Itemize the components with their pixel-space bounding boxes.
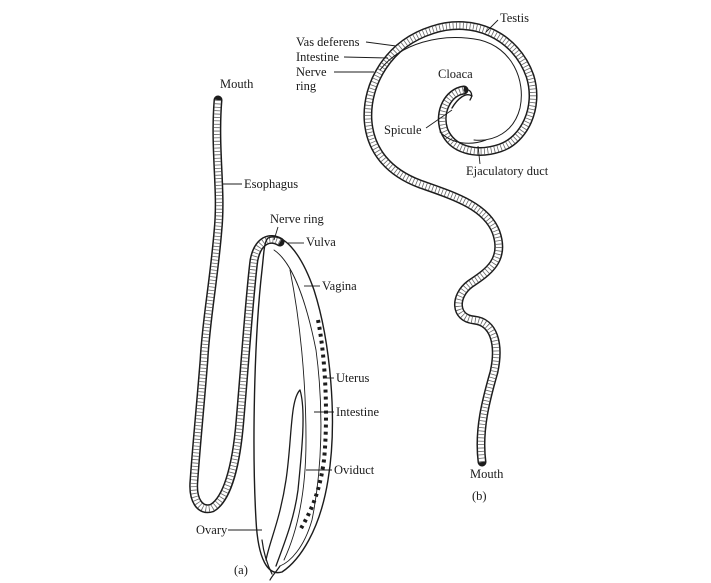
- oviduct-line: [283, 269, 307, 561]
- caption-b: (b): [472, 489, 487, 503]
- label-esophagus: Esophagus: [244, 177, 298, 191]
- male-body-inner: [364, 22, 537, 463]
- label-vulva: Vulva: [306, 235, 336, 249]
- female-spindle-body: [253, 236, 334, 574]
- female-body-ticks: [190, 99, 282, 512]
- leader-testis: [485, 19, 499, 33]
- male-body-outer: [363, 21, 538, 467]
- label-cloaca: Cloaca: [438, 67, 473, 81]
- testis-duct: [379, 37, 522, 141]
- label-vagina: Vagina: [322, 279, 357, 293]
- female-worm: [189, 95, 334, 581]
- ovary-coil: [265, 389, 304, 567]
- label-oviduct: Oviduct: [334, 463, 375, 477]
- label-nerve-b-1: Nerve: [296, 65, 327, 79]
- leader-ejaculatory-duct: [477, 145, 481, 165]
- male-tail-hook: [463, 88, 473, 101]
- label-intestine-b: Intestine: [296, 50, 339, 64]
- label-mouth-a: Mouth: [220, 77, 254, 91]
- female-inner-wall: [273, 249, 322, 567]
- leader-nerve-ring-a: [273, 226, 279, 241]
- label-ejaculatory-duct: Ejaculatory duct: [466, 164, 549, 178]
- label-vas-deferens: Vas deferens: [296, 35, 360, 49]
- leader-intestine-b: [343, 56, 389, 59]
- label-ovary: Ovary: [196, 523, 228, 537]
- caption-a: (a): [234, 563, 248, 577]
- male-worm: [363, 21, 538, 467]
- label-nerve-ring-a: Nerve ring: [270, 212, 325, 226]
- spicule: [451, 94, 473, 109]
- label-testis: Testis: [500, 11, 529, 25]
- leader-spicule: [425, 109, 453, 129]
- female-body-inner: [190, 99, 282, 512]
- female-tail: [261, 539, 281, 581]
- label-mouth-b: Mouth: [470, 467, 504, 481]
- ejaculatory-duct: [439, 131, 487, 144]
- uterus-beads: [298, 319, 328, 532]
- label-nerve-b-2: ring: [296, 79, 317, 93]
- leader-vas-deferens: [365, 41, 397, 47]
- label-uterus: Uterus: [336, 371, 369, 385]
- label-intestine-a: Intestine: [336, 405, 379, 419]
- label-spicule: Spicule: [384, 123, 422, 137]
